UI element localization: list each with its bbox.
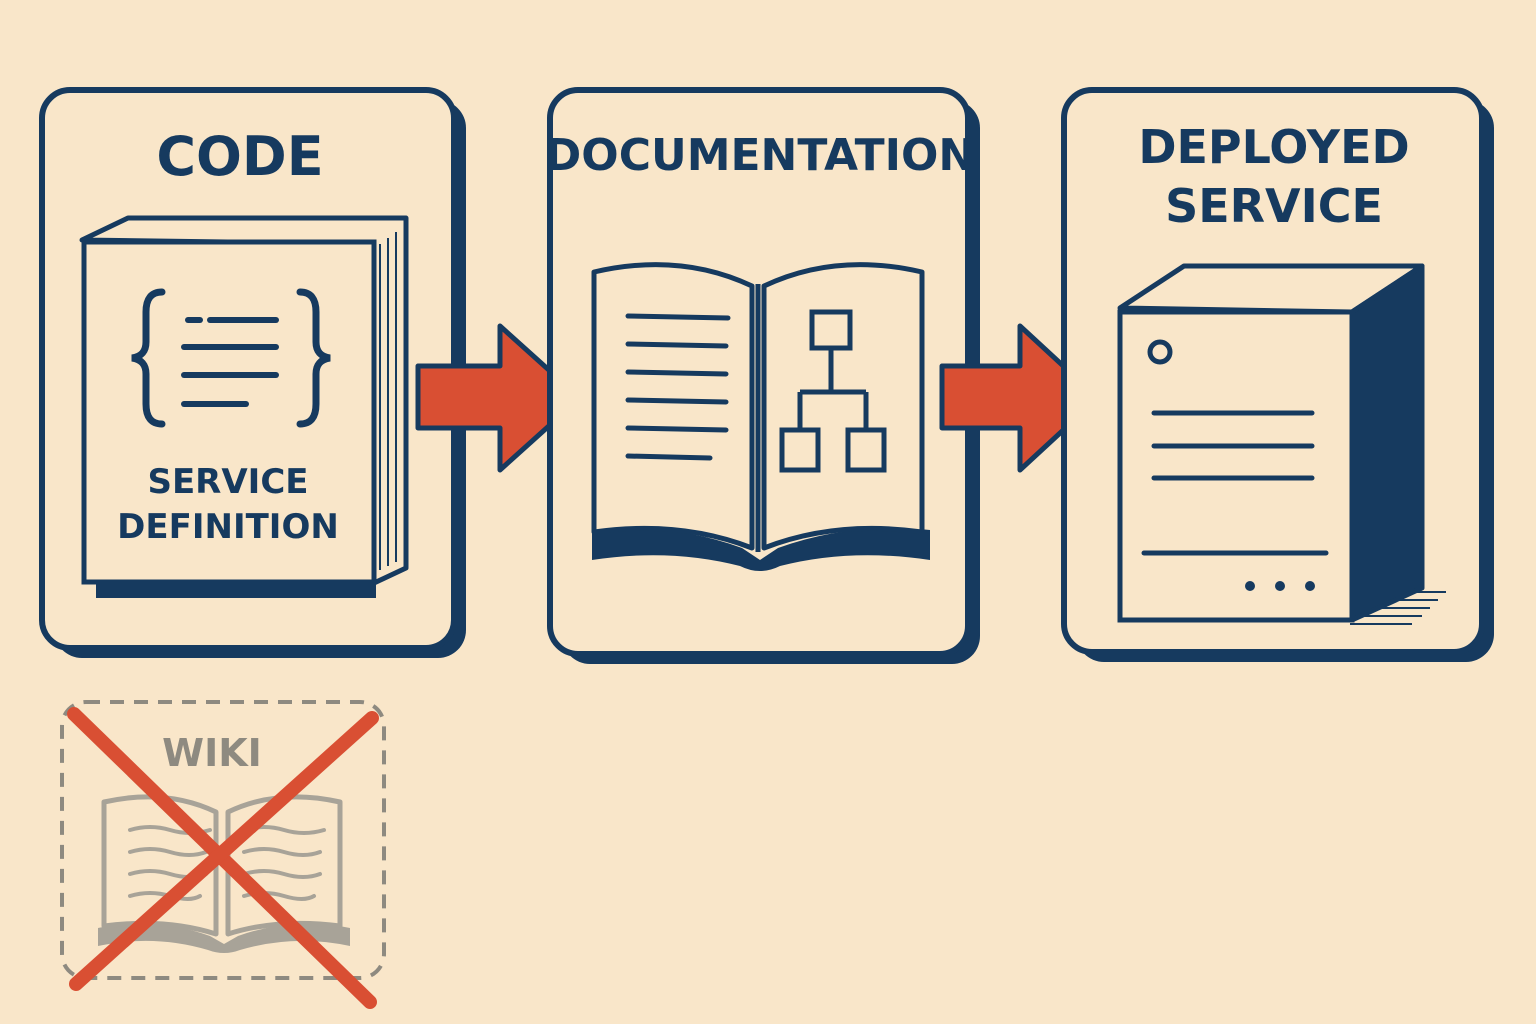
code-book-icon xyxy=(79,215,409,598)
stage-deployed-title-line-2: SERVICE xyxy=(1165,179,1383,233)
stage-documentation-panel: DOCUMENTATION xyxy=(545,87,980,664)
stage-deployed-title-line-1: DEPLOYED xyxy=(1138,120,1409,174)
arrow-right-icon xyxy=(939,323,1101,473)
service-definition-label-line-2: DEFINITION xyxy=(117,507,339,547)
stage-deployed-service-panel: DEPLOYED SERVICE xyxy=(1061,87,1494,662)
cross-out-icon xyxy=(67,707,379,1009)
stage-code-title: CODE xyxy=(156,125,323,188)
open-book-icon xyxy=(591,262,930,571)
service-definition-label-line-1: SERVICE xyxy=(147,462,308,502)
wiki-label: WIKI xyxy=(162,731,262,775)
stage-documentation-title: DOCUMENTATION xyxy=(545,130,975,181)
stage-code-panel: CODE SERVICE DEFINITION xyxy=(39,87,466,658)
server-icon xyxy=(1117,263,1446,625)
arrow-right-icon xyxy=(415,323,583,473)
wiki-panel: WIKI xyxy=(60,700,386,1009)
